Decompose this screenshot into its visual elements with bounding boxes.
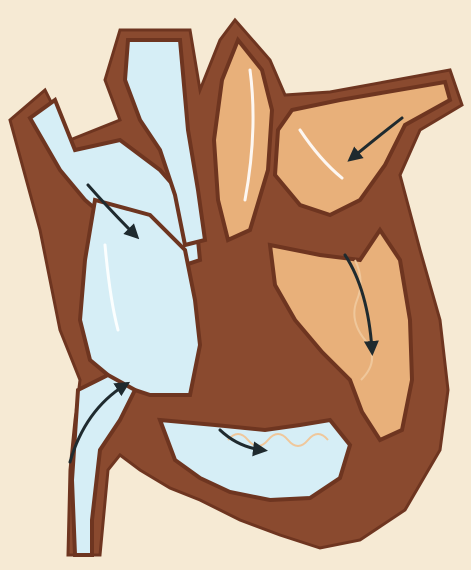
heart-illustration (0, 0, 471, 570)
heart-diagram (0, 0, 471, 570)
